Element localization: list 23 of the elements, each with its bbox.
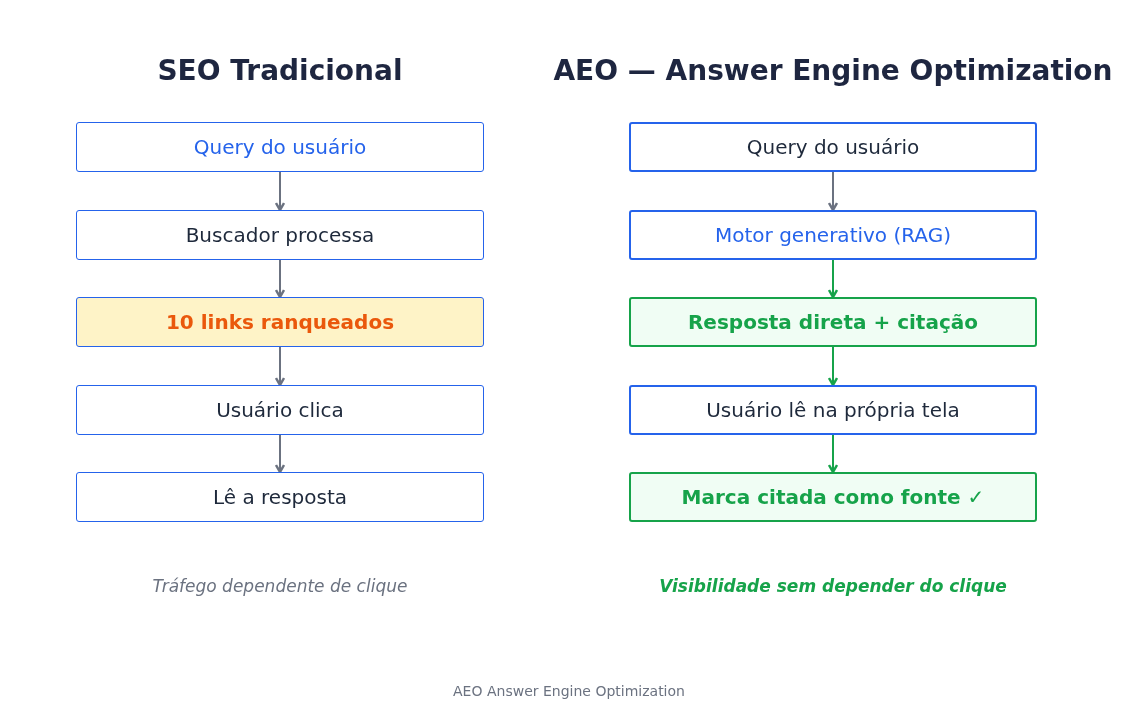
process-box: Usuário clica (76, 385, 484, 435)
process-box: 10 links ranqueados (76, 297, 484, 347)
process-box: Marca citada como fonte ✓ (629, 472, 1037, 522)
arrow (827, 346, 839, 387)
process-box: Lê a resposta (76, 472, 484, 522)
process-box: Buscador processa (76, 210, 484, 260)
arrow (827, 259, 839, 299)
process-box: Query do usuário (76, 122, 484, 172)
footer-text: AEO Answer Engine Optimization (452, 682, 686, 701)
process-box: Usuário lê na própria tela (629, 385, 1037, 435)
arrow (827, 434, 839, 474)
arrow (274, 259, 286, 299)
column-caption: Visibilidade sem depender do clique (658, 575, 1008, 598)
arrow (274, 346, 286, 387)
process-box: Query do usuário (629, 122, 1037, 172)
column-caption: Tráfego dependente de clique (151, 575, 409, 598)
column-heading: SEO Tradicional (156, 53, 404, 89)
process-box: Resposta direta + citação (629, 297, 1037, 347)
arrow (274, 434, 286, 474)
process-box: Motor generativo (RAG) (629, 210, 1037, 260)
column-heading: AEO — Answer Engine Optimization (552, 53, 1114, 89)
arrow (274, 171, 286, 212)
arrow (827, 171, 839, 212)
